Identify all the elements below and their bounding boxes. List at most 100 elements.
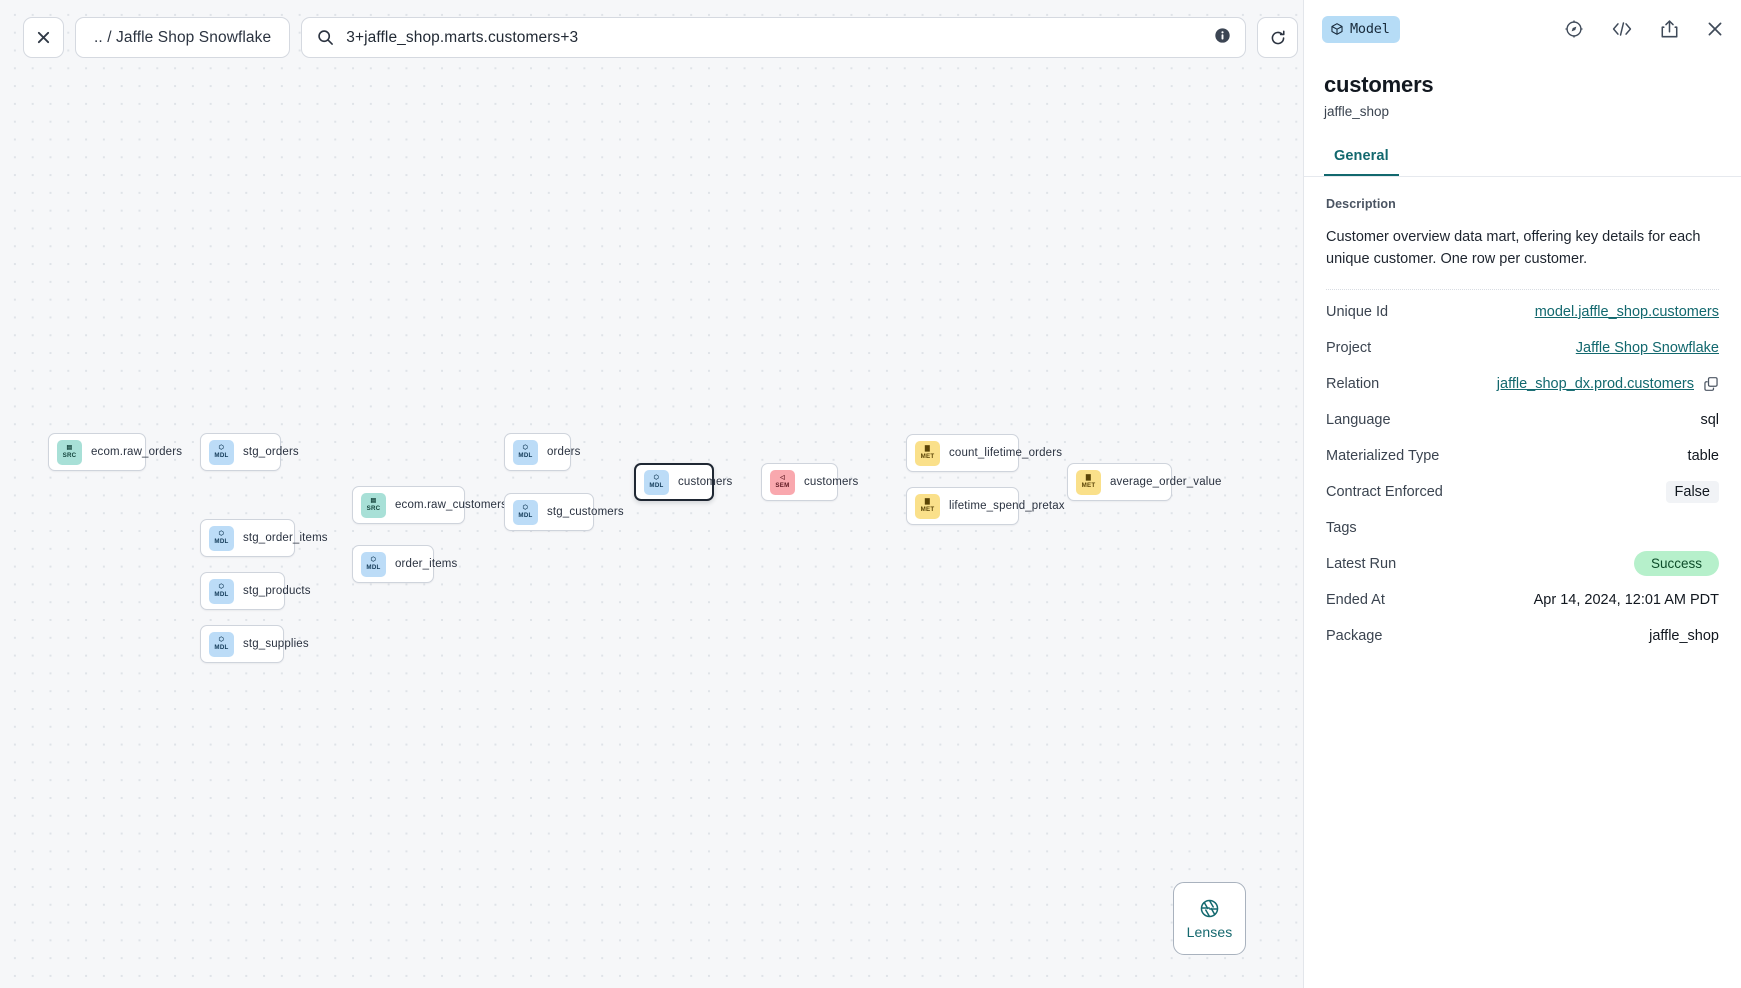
- refresh-icon: [1271, 30, 1285, 44]
- graph-node-label: count_lifetime_orders: [949, 447, 1063, 459]
- property-key: Materialized Type: [1326, 447, 1440, 464]
- search-icon: [318, 30, 334, 45]
- share-icon[interactable]: [1660, 19, 1679, 39]
- property-value-wrap: sql: [1700, 412, 1719, 428]
- share-glyph: [1661, 20, 1678, 38]
- graph-node-stg_supplies[interactable]: ⬡MDL stg_supplies: [200, 625, 309, 663]
- property-value-wrap: model.jaffle_shop.customers: [1535, 304, 1719, 320]
- close-glyph: [1708, 22, 1722, 36]
- mdl-badge-icon: ⬡MDL: [209, 525, 234, 551]
- lineage-canvas[interactable]: .. / Jaffle Shop Snowflake 3+jaffle_shop…: [0, 0, 1303, 988]
- property-value[interactable]: model.jaffle_shop.customers: [1534, 303, 1719, 320]
- graph-node-label: ecom.raw_orders: [91, 446, 183, 458]
- property-value[interactable]: jaffle_shop_dx.prod.customers: [1496, 375, 1694, 392]
- graph-node-label: stg_products: [243, 585, 311, 597]
- mdl-badge-icon: ⬡MDL: [209, 631, 234, 657]
- graph-node-label: stg_supplies: [243, 638, 309, 650]
- property-value: jaffle_shop: [1649, 627, 1719, 644]
- compass-glyph: [1565, 20, 1583, 38]
- property-row: Package jaffle_shop: [1326, 618, 1719, 654]
- graph-node-label: lifetime_spend_pretax: [949, 500, 1065, 512]
- mdl-badge-icon: ⬡MDL: [644, 469, 669, 495]
- description-label: Description: [1326, 197, 1396, 211]
- graph-node-lifetime_spend_pretax[interactable]: ▇MET lifetime_spend_pretax: [906, 487, 1065, 525]
- graph-node-stg_customers[interactable]: ⬡MDL stg_customers: [504, 493, 624, 531]
- compass-icon[interactable]: [1564, 19, 1584, 39]
- property-row: Latest Run Success: [1326, 546, 1719, 582]
- graph-node-label: customers: [678, 476, 733, 488]
- property-value: table: [1687, 447, 1719, 464]
- info-glyph: [1215, 27, 1230, 43]
- src-badge-icon: ▤SRC: [361, 492, 386, 518]
- search-bar[interactable]: 3+jaffle_shop.marts.customers+3: [301, 17, 1247, 58]
- property-row: Materialized Type table: [1326, 438, 1719, 474]
- graph-node-customers_model[interactable]: ⬡MDL customers: [634, 463, 732, 501]
- property-row: Tags: [1326, 510, 1719, 546]
- mdl-badge-icon: ⬡MDL: [209, 578, 234, 604]
- graph-node-stg_order_items[interactable]: ⬡MDL stg_order_items: [200, 519, 328, 557]
- graph-node-label: average_order_value: [1110, 476, 1222, 488]
- canvas-toolbar: .. / Jaffle Shop Snowflake 3+jaffle_shop…: [23, 17, 1299, 58]
- graph-node-ecom_raw_customers[interactable]: ▤SRC ecom.raw_customers: [352, 486, 507, 524]
- search-input[interactable]: 3+jaffle_shop.marts.customers+3: [346, 28, 579, 46]
- refresh-button[interactable]: [1257, 17, 1299, 58]
- graph-node-label: stg_order_items: [243, 532, 328, 544]
- panel-header: customers jaffle_shop: [1304, 58, 1741, 119]
- copy-icon[interactable]: [1703, 376, 1719, 392]
- property-row: Project Jaffle Shop Snowflake: [1326, 330, 1719, 366]
- close-button[interactable]: [23, 17, 64, 58]
- graph-node-label: stg_orders: [243, 446, 299, 458]
- met-badge-icon: ▇MET: [915, 440, 940, 466]
- graph-node-count_lifetime_orders[interactable]: ▇MET count_lifetime_orders: [906, 434, 1062, 472]
- property-row: Ended At Apr 14, 2024, 12:01 AM PDT: [1326, 582, 1719, 618]
- graph-node-label: ecom.raw_customers: [395, 499, 507, 511]
- info-icon[interactable]: [1214, 27, 1231, 49]
- lenses-button[interactable]: Lenses: [1173, 882, 1246, 955]
- property-key: Contract Enforced: [1326, 483, 1443, 500]
- panel-tabs: General: [1304, 141, 1741, 177]
- property-key: Ended At: [1326, 591, 1385, 608]
- property-key: Unique Id: [1326, 303, 1389, 320]
- sem-badge-icon: ◁SEM: [770, 469, 795, 495]
- property-key: Package: [1326, 627, 1383, 644]
- aperture-icon: [1200, 899, 1219, 917]
- close-icon: [37, 31, 50, 44]
- property-key: Latest Run: [1326, 555, 1397, 572]
- graph-node-order_items[interactable]: ⬡MDL order_items: [352, 545, 457, 583]
- close-panel-icon[interactable]: [1706, 20, 1724, 38]
- description-text: Customer overview data mart, offering ke…: [1326, 229, 1701, 268]
- graph-node-label: orders: [547, 446, 581, 458]
- code-glyph: [1612, 22, 1632, 36]
- met-badge-icon: ▇MET: [915, 493, 940, 519]
- cube-icon: [1331, 23, 1343, 35]
- divider: [1326, 288, 1719, 290]
- graph-node-stg_products[interactable]: ⬡MDL stg_products: [200, 572, 311, 610]
- mdl-badge-icon: ⬡MDL: [513, 499, 538, 525]
- detail-panel: Model: [1303, 0, 1741, 988]
- graph-node-average_order_value[interactable]: ▇MET average_order_value: [1067, 463, 1221, 501]
- tab-general[interactable]: General: [1324, 141, 1399, 176]
- graph-node-label: stg_customers: [547, 506, 624, 518]
- graph-node-label: order_items: [395, 558, 458, 570]
- node-type-chip: Model: [1322, 15, 1400, 43]
- property-key: Project: [1326, 339, 1372, 356]
- graph-node-ecom_raw_orders[interactable]: ▤SRC ecom.raw_orders: [48, 433, 182, 471]
- code-icon[interactable]: [1611, 19, 1633, 39]
- property-value-wrap: Jaffle Shop Snowflake: [1576, 340, 1719, 356]
- property-key: Language: [1326, 411, 1391, 428]
- property-value: Apr 14, 2024, 12:01 AM PDT: [1533, 591, 1719, 608]
- status-badge[interactable]: Success: [1633, 551, 1719, 577]
- breadcrumb[interactable]: .. / Jaffle Shop Snowflake: [75, 17, 291, 58]
- property-value: sql: [1700, 411, 1719, 428]
- property-value[interactable]: Jaffle Shop Snowflake: [1575, 339, 1719, 356]
- met-badge-icon: ▇MET: [1076, 469, 1101, 495]
- src-badge-icon: ▤SRC: [57, 439, 82, 465]
- mdl-badge-icon: ⬡MDL: [361, 551, 386, 577]
- property-value-wrap: jaffle_shop_dx.prod.customers: [1497, 376, 1719, 392]
